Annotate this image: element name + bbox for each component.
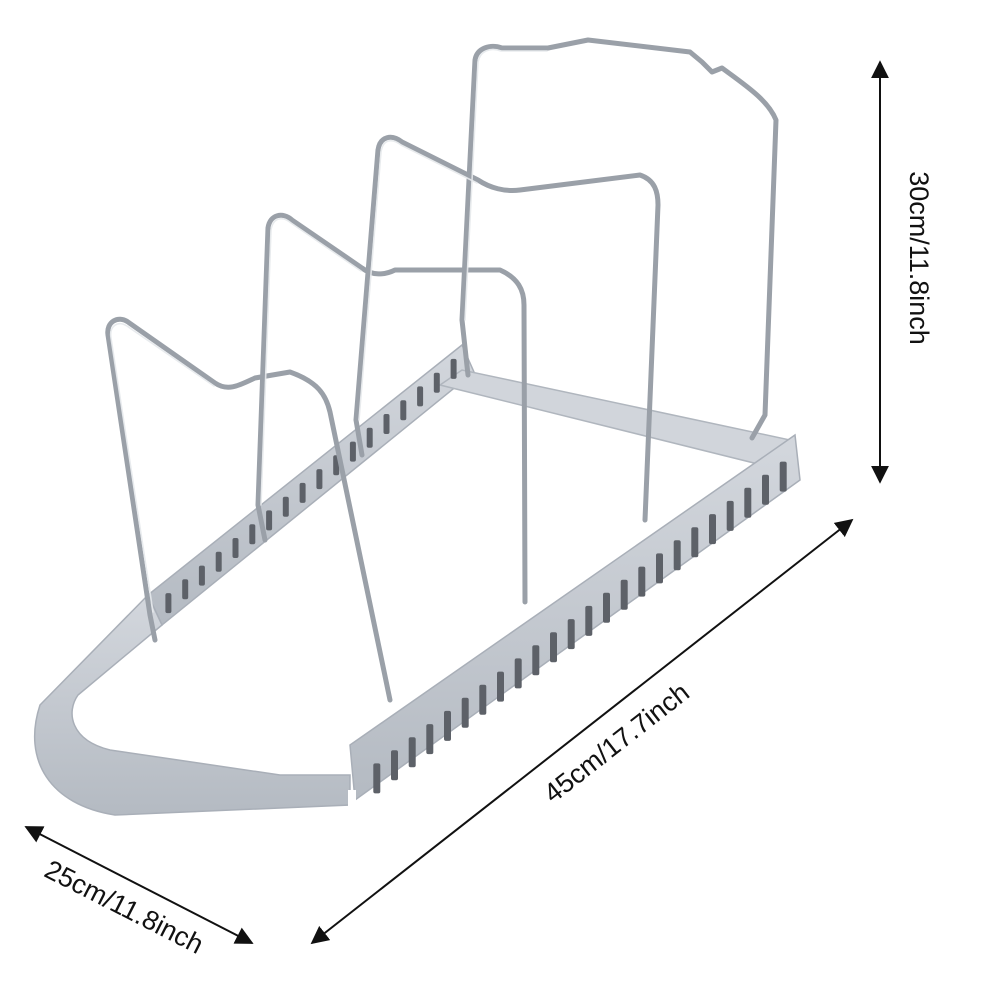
rack-back-rail: [147, 343, 475, 627]
rail-slot: [299, 482, 306, 503]
rail-slot: [182, 579, 189, 600]
rail-slot: [282, 496, 289, 517]
rail-slot: [198, 565, 205, 586]
rail-slot: [433, 372, 440, 393]
rail-slot: [249, 524, 256, 545]
rail-slot: [232, 538, 239, 558]
rail-slot: [349, 441, 356, 462]
rail-slot: [532, 645, 540, 676]
length-label: 45cm/17.7inch: [538, 677, 695, 809]
rail-slot: [461, 697, 469, 728]
rail-slot: [417, 386, 424, 407]
wire-divider-4: [459, 37, 779, 441]
rack-notch: [348, 790, 356, 806]
rail-slot: [316, 469, 323, 490]
rail-slot: [744, 487, 752, 518]
rack-front-loop: [33, 593, 351, 816]
rail-slot: [638, 566, 646, 597]
rail-slot: [709, 514, 716, 545]
rail-slot: [726, 500, 734, 531]
rail-slot: [408, 737, 416, 768]
rail-slot: [514, 658, 522, 689]
dimension-arrows: [24, 60, 889, 945]
wire-divider-2: [255, 212, 528, 605]
rail-slot: [391, 750, 398, 781]
width-arrow: [24, 826, 254, 944]
rail-slot: [426, 724, 434, 755]
wire-highlights: [109, 48, 548, 613]
rail-slot: [603, 592, 610, 623]
rail-slot: [450, 358, 457, 379]
rail-slot: [779, 461, 787, 492]
rail-slot: [620, 579, 628, 610]
rack-right-crossbar: [438, 369, 792, 466]
rack-base: [33, 343, 801, 816]
wire-dividers: [105, 37, 779, 703]
rail-slot: [444, 710, 451, 741]
rail-slot: [400, 400, 407, 421]
rail-slot: [165, 593, 172, 614]
rail-slot: [383, 414, 390, 434]
wire-divider-1: [105, 316, 393, 703]
rail-slot: [691, 527, 699, 558]
rail-slot: [373, 763, 381, 794]
rail-slot: [479, 684, 487, 715]
rail-slot: [366, 427, 373, 448]
rail-slot: [673, 540, 681, 571]
rack-front-rail: [349, 433, 801, 802]
rail-slot: [656, 553, 663, 584]
height-label: 30cm/11.8inch: [904, 171, 934, 345]
wire-divider-3: [353, 134, 661, 523]
rail-slot: [215, 551, 222, 572]
length-arrow: [310, 518, 854, 945]
rail-slot: [497, 671, 504, 702]
rail-slot: [550, 632, 557, 663]
rail-slot: [585, 605, 593, 636]
rail-slot: [762, 474, 769, 505]
rail-slot: [567, 619, 575, 650]
rail-slot: [266, 510, 273, 531]
